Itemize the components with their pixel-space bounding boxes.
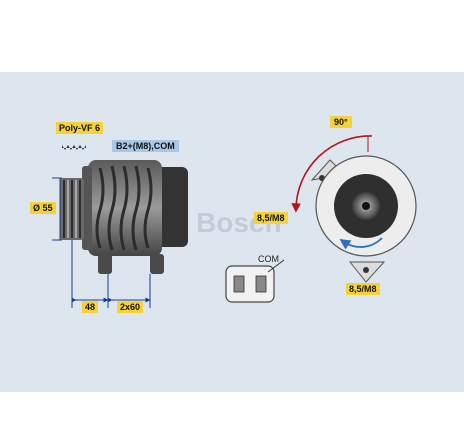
dim-offset-text: 48 [85,302,96,312]
label-angle: 90° [330,116,352,128]
connector-text: COM [258,254,279,264]
label-dim-offset: 48 [82,301,99,313]
label-dim-mount: 2x60 [117,301,144,313]
diameter-text: Ø 55 [33,203,53,213]
dim-mount-text: 2x60 [120,302,141,312]
terminal-text: B2+(M8),COM [116,141,175,151]
dimension-lines [52,177,151,308]
connector-icon [225,259,285,303]
mount-lug-rear [150,254,164,274]
rotation-arrow [339,237,383,250]
label-terminal: B2+(M8),COM [112,140,179,152]
pulley [60,178,84,240]
mount-lug-front [98,254,112,274]
angle-arrow [291,135,373,213]
label-connector: COM [258,254,279,264]
belt-type-text: Poly-VF 6 [59,123,101,133]
label-mount-lower: 8,5/M8 [346,283,380,295]
angle-text: 90° [334,117,348,127]
label-belt: Poly-VF 6 [56,122,104,134]
belt-profile-icon [62,145,86,150]
front-flange [82,166,92,250]
mount-lower-text: 8,5/M8 [349,284,377,294]
label-mount-upper: 8,5/M8 [254,212,288,224]
alternator-front-view [310,155,417,283]
mount-upper-text: 8,5/M8 [257,213,285,223]
cooling-slots [95,165,153,251]
label-diameter: Ø 55 [30,202,56,214]
alternator-side-view [60,145,188,274]
